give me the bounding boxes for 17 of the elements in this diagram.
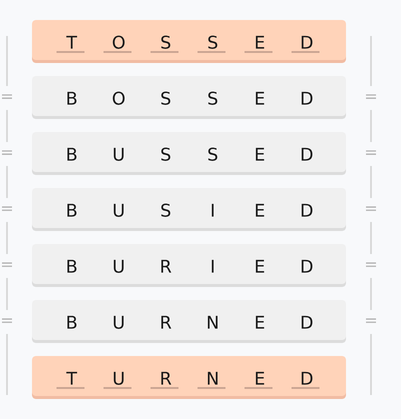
word-tile: B U S I E D xyxy=(32,188,346,231)
equals-sign: = xyxy=(366,150,376,155)
equals-sign: = xyxy=(2,206,12,211)
word-tile: B U S S E D xyxy=(32,132,346,175)
equals-sign: = xyxy=(2,318,12,323)
word-tile: T O S S E D xyxy=(32,20,346,63)
equals-sign: = xyxy=(366,318,376,323)
equals-sign: = xyxy=(366,262,376,267)
word-tile: T U R N E D xyxy=(32,356,346,399)
word-tile: B U R N E D xyxy=(32,300,346,343)
equals-sign: = xyxy=(2,94,12,99)
equals-sign: = xyxy=(366,94,376,99)
equals-sign: = xyxy=(366,206,376,211)
equals-sign: = xyxy=(2,262,12,267)
word-tile: B U R I E D xyxy=(32,244,346,287)
equals-sign: = xyxy=(2,150,12,155)
word-tile: B O S S E D xyxy=(32,76,346,119)
